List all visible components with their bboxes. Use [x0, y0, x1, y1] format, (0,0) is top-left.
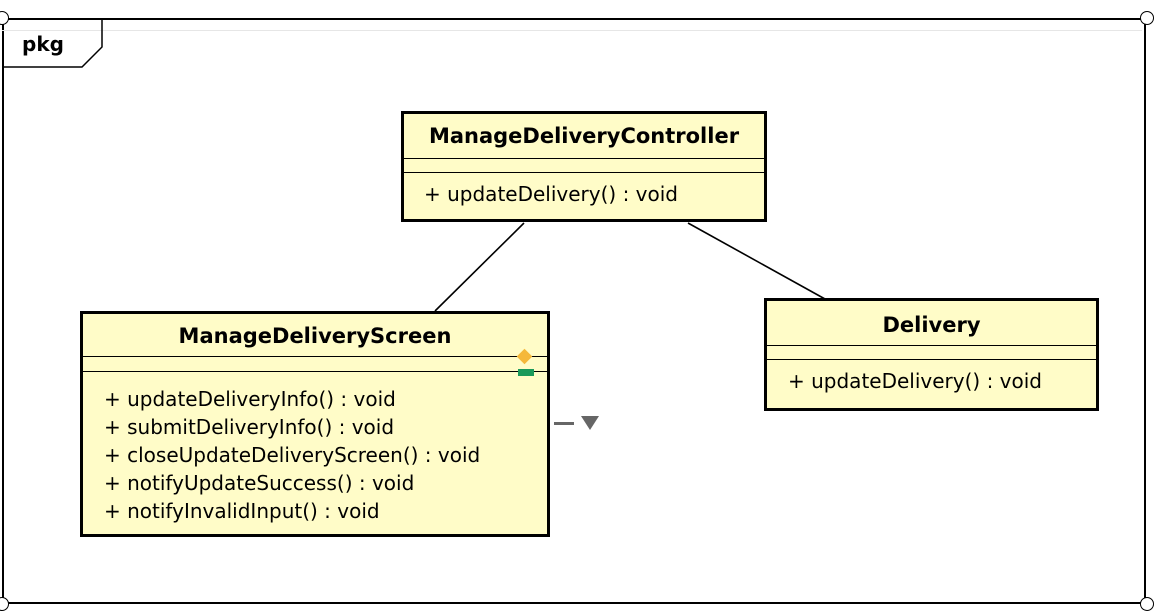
attribute-compartment	[404, 159, 764, 173]
operation: + updateDelivery() : void	[424, 182, 678, 206]
package-frame	[2, 18, 1146, 604]
expand-dash-icon[interactable]	[554, 422, 574, 425]
operations-compartment: + updateDeliveryInfo() : void + submitDe…	[83, 372, 547, 525]
attribute-compartment	[767, 346, 1096, 360]
class-manage-delivery-screen[interactable]: ManageDeliveryScreen + updateDeliveryInf…	[80, 311, 550, 537]
class-manage-delivery-controller[interactable]: ManageDeliveryController + updateDeliver…	[401, 111, 767, 222]
attribute-compartment	[83, 357, 547, 372]
frame-handle-top-left[interactable]	[0, 11, 9, 25]
operation: + updateDelivery() : void	[788, 369, 1042, 393]
class-delivery[interactable]: Delivery + updateDelivery() : void	[764, 298, 1099, 411]
pkg-label: pkg	[22, 32, 64, 56]
operations-compartment: + updateDelivery() : void	[767, 360, 1096, 394]
operation: + notifyUpdateSuccess() : void	[104, 471, 415, 495]
collapse-arrow-icon[interactable]	[581, 416, 599, 430]
association-controller-delivery	[687, 222, 826, 300]
frame-handle-bottom-left[interactable]	[0, 597, 9, 611]
class-name: Delivery	[767, 301, 1096, 346]
operation: + submitDeliveryInfo() : void	[104, 415, 395, 439]
association-controller-screen	[434, 222, 525, 312]
frame-inner-line	[2, 30, 1142, 31]
class-name: ManageDeliveryController	[404, 114, 764, 159]
marker-icon	[518, 369, 534, 376]
pkg-tab	[2, 18, 103, 68]
operation: + notifyInvalidInput() : void	[104, 499, 380, 523]
operation: + updateDeliveryInfo() : void	[104, 387, 396, 411]
operation: + closeUpdateDeliveryScreen() : void	[104, 443, 481, 467]
frame-handle-top-right[interactable]	[1140, 11, 1154, 25]
frame-handle-bottom-right[interactable]	[1140, 597, 1154, 611]
operations-compartment: + updateDelivery() : void	[404, 173, 764, 207]
class-name: ManageDeliveryScreen	[83, 314, 547, 357]
